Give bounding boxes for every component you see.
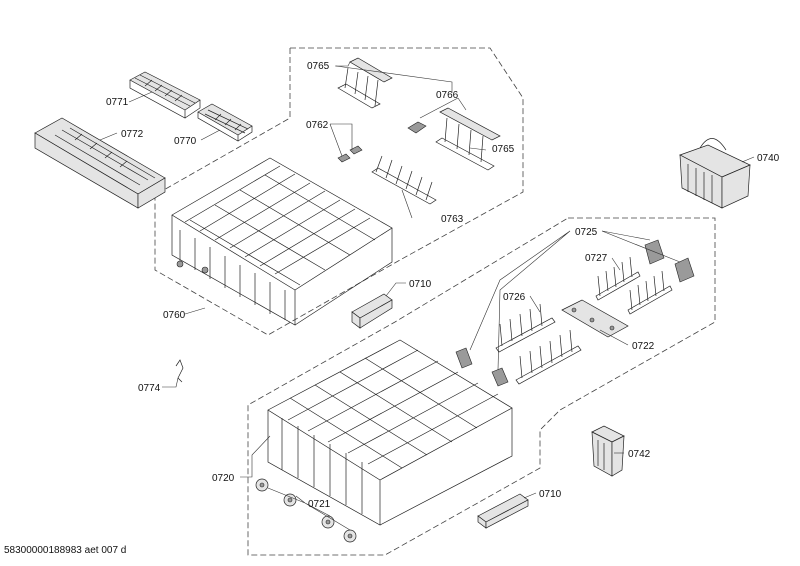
part-0765-tine-row-top <box>337 57 393 109</box>
label-0720: 0720 <box>212 473 235 484</box>
leader-lines <box>99 61 755 531</box>
part-0772-cutlery-tray <box>34 117 166 209</box>
part-0710-handle-lower <box>477 493 529 529</box>
part-0720-lower-basket <box>267 339 513 526</box>
part-0774-hook <box>175 359 184 383</box>
label-0710-lower: 0710 <box>539 489 562 500</box>
label-0772: 0772 <box>121 129 144 140</box>
part-0710-handle-upper <box>351 293 393 329</box>
label-0762: 0762 <box>306 120 329 131</box>
part-labels: 0765 0766 0762 0765 0763 0771 0772 0770 … <box>106 61 780 510</box>
part-0763-tine-row <box>371 155 437 205</box>
label-0770: 0770 <box>174 136 197 147</box>
label-0774: 0774 <box>138 383 161 394</box>
label-0740: 0740 <box>757 153 780 164</box>
label-0721: 0721 <box>308 499 331 510</box>
lower-basket-group-outline <box>247 217 716 556</box>
part-0727-tine-rows <box>595 256 673 315</box>
label-0710-upper: 0710 <box>409 279 432 290</box>
part-0770-rack <box>197 103 253 142</box>
label-0726: 0726 <box>503 292 526 303</box>
part-0762-clips <box>337 145 363 163</box>
label-0766: 0766 <box>436 90 459 101</box>
label-0760: 0760 <box>163 310 186 321</box>
label-0722: 0722 <box>632 341 655 352</box>
part-0766-tine-row <box>407 107 501 171</box>
upper-basket-group-outline <box>154 47 524 336</box>
label-0742: 0742 <box>628 449 651 460</box>
part-0760-upper-basket <box>171 157 393 326</box>
part-0722-plate <box>561 299 629 338</box>
label-0725: 0725 <box>575 227 598 238</box>
label-0727: 0727 <box>585 253 608 264</box>
document-id: 58300000188983 aet 007 d <box>4 545 127 556</box>
label-0765-top: 0765 <box>307 61 330 72</box>
part-0742-basket <box>591 425 625 477</box>
label-0763: 0763 <box>441 214 464 225</box>
part-0726-tine-rows <box>495 303 582 385</box>
part-0721-wheels <box>255 478 357 543</box>
part-0725-holders <box>455 239 695 387</box>
part-0771-rack <box>129 71 201 119</box>
part-0740-cutlery-basket <box>679 138 751 209</box>
label-0771: 0771 <box>106 97 129 108</box>
label-0765-right: 0765 <box>492 144 515 155</box>
